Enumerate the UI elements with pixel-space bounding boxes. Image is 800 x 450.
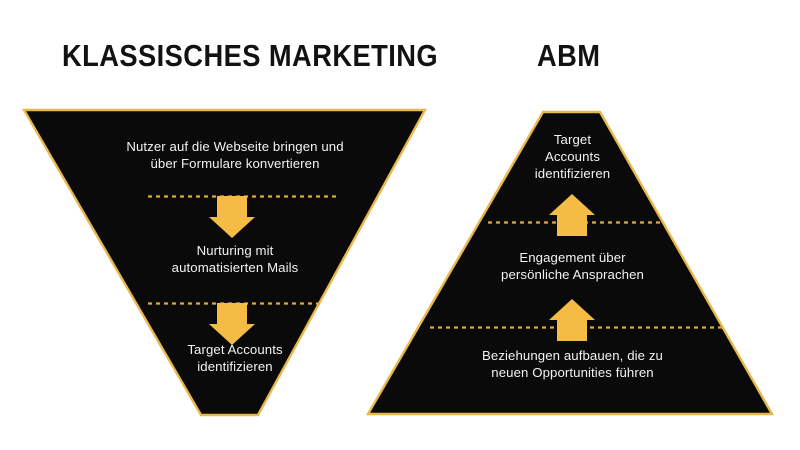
right-pyramid-segment-label-1: Target Accounts identifizieren — [534, 132, 611, 181]
arrow-up-2-icon — [549, 299, 595, 341]
right-pyramid-segment-label-2: Engagement über persönliche Ansprachen — [501, 250, 644, 282]
arrow-down-1-icon — [209, 196, 255, 238]
left-funnel-segment-label-1: Nutzer auf die Webseite bringen und über… — [126, 139, 344, 171]
left-funnel-segment-label-2: Nurturing mit automatisierten Mails — [171, 243, 299, 275]
arrow-down-2-icon — [209, 303, 255, 345]
arrow-up-1-icon — [549, 194, 595, 236]
right-pyramid-segment-label-3: Beziehungen aufbauen, die zu neuen Oppor… — [482, 348, 663, 380]
right-diagram-title: ABM — [537, 38, 601, 73]
left-diagram-title: KLASSISCHES MARKETING — [62, 38, 439, 73]
left-funnel-segment-label-3: Target Accounts identifizieren — [187, 342, 283, 374]
